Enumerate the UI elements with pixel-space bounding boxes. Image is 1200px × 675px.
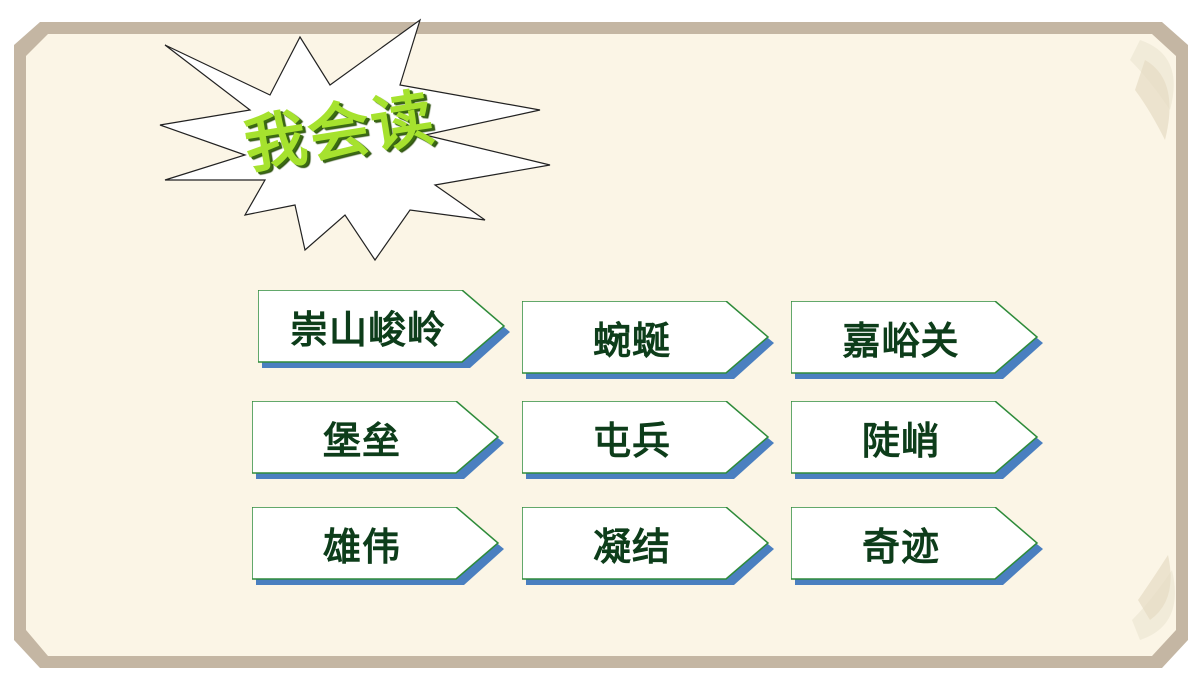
word-label: 蜿蜒 — [592, 317, 671, 363]
word-card: 凝结 — [522, 507, 774, 587]
word-card: 蜿蜒 — [522, 301, 774, 381]
arrow-card-shape — [522, 301, 774, 379]
word-label: 嘉峪关 — [842, 317, 960, 363]
word-card: 崇山峻岭 — [258, 290, 510, 370]
word-label: 凝结 — [592, 523, 671, 569]
word-card: 雄伟 — [252, 507, 504, 587]
word-label: 奇迹 — [861, 523, 940, 569]
word-label: 雄伟 — [322, 523, 401, 569]
arrow-card-shape — [791, 507, 1043, 585]
arrow-card-shape — [791, 401, 1043, 479]
word-card: 陡峭 — [791, 401, 1043, 481]
word-label: 屯兵 — [592, 417, 671, 463]
arrow-card-shape — [522, 507, 774, 585]
word-card: 堡垒 — [252, 401, 504, 481]
word-label: 陡峭 — [861, 417, 940, 463]
arrow-card-shape — [522, 401, 774, 479]
arrow-card-shape — [258, 290, 510, 368]
word-label: 崇山峻岭 — [289, 306, 446, 352]
word-card: 奇迹 — [791, 507, 1043, 587]
starburst-shape — [159, 18, 551, 262]
arrow-card-shape — [252, 507, 504, 585]
word-label: 堡垒 — [322, 417, 401, 463]
arrow-card-shape — [791, 301, 1043, 379]
word-card: 嘉峪关 — [791, 301, 1043, 381]
word-card: 屯兵 — [522, 401, 774, 481]
arrow-card-shape — [252, 401, 504, 479]
